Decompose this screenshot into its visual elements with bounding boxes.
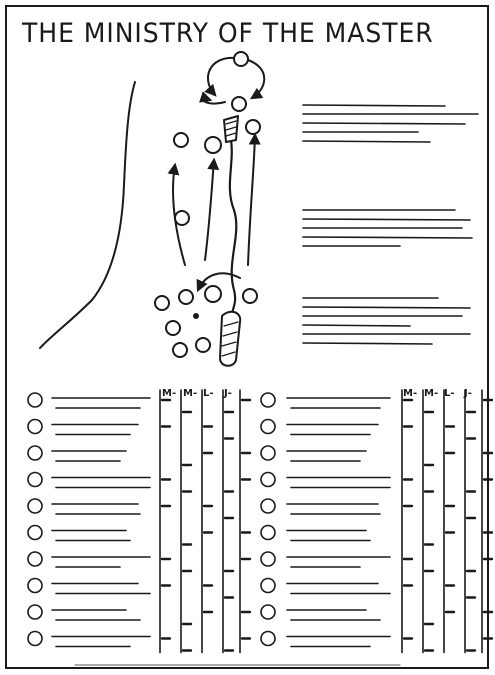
map-outline (40, 82, 135, 348)
gospel-header-j: J- (463, 388, 472, 399)
location-circle (196, 338, 210, 352)
note-line (303, 123, 465, 124)
list-bullet (261, 552, 275, 566)
list-bullet (261, 473, 275, 487)
dead-sea (220, 312, 240, 366)
location-circle (155, 296, 169, 310)
gospel-lists (28, 390, 492, 653)
note-line (303, 141, 430, 142)
gospel-header-m: M- (403, 388, 417, 399)
location-circle (246, 120, 260, 134)
list-bullet (261, 420, 275, 434)
location-circle (232, 97, 246, 111)
note-line (303, 325, 410, 326)
location-circle (243, 289, 257, 303)
list-bullet (261, 632, 275, 646)
list-bullet (261, 446, 275, 460)
gospel-header-m: M- (424, 388, 438, 399)
location-circle (166, 321, 180, 335)
location-circle (175, 211, 189, 225)
river-line (230, 135, 236, 318)
note-line (303, 105, 445, 106)
location-circle (234, 52, 248, 66)
note-line (303, 307, 470, 308)
location-circle (205, 286, 221, 302)
list-bullet (28, 393, 42, 407)
sea-of-galilee (224, 116, 238, 142)
list-bullet (28, 526, 42, 540)
list-bullet (28, 632, 42, 646)
note-line (303, 343, 432, 344)
location-circle (174, 133, 188, 147)
note-lines (303, 105, 478, 344)
gospel-header-j: J- (223, 388, 232, 399)
list-bullet (261, 499, 275, 513)
list-bullet (28, 499, 42, 513)
map-locations (155, 52, 260, 357)
list-bullet (261, 605, 275, 619)
location-circle (205, 137, 221, 153)
location-circle (173, 343, 187, 357)
gospel-header-m: M- (162, 388, 176, 399)
list-bullet (28, 473, 42, 487)
list-bullet (28, 579, 42, 593)
gospel-header-m: M- (183, 388, 197, 399)
list-bullet (261, 526, 275, 540)
gospel-header-l: L- (203, 388, 214, 399)
note-line (303, 237, 472, 238)
route-arrows (173, 58, 264, 290)
note-line (303, 219, 470, 220)
location-circle (194, 314, 198, 318)
list-bullet (28, 552, 42, 566)
list-bullet (261, 579, 275, 593)
list-bullet (28, 605, 42, 619)
list-bullet (261, 393, 275, 407)
list-bullet (28, 420, 42, 434)
location-circle (179, 290, 193, 304)
list-bullet (28, 446, 42, 460)
gospel-header-l: L- (444, 388, 455, 399)
